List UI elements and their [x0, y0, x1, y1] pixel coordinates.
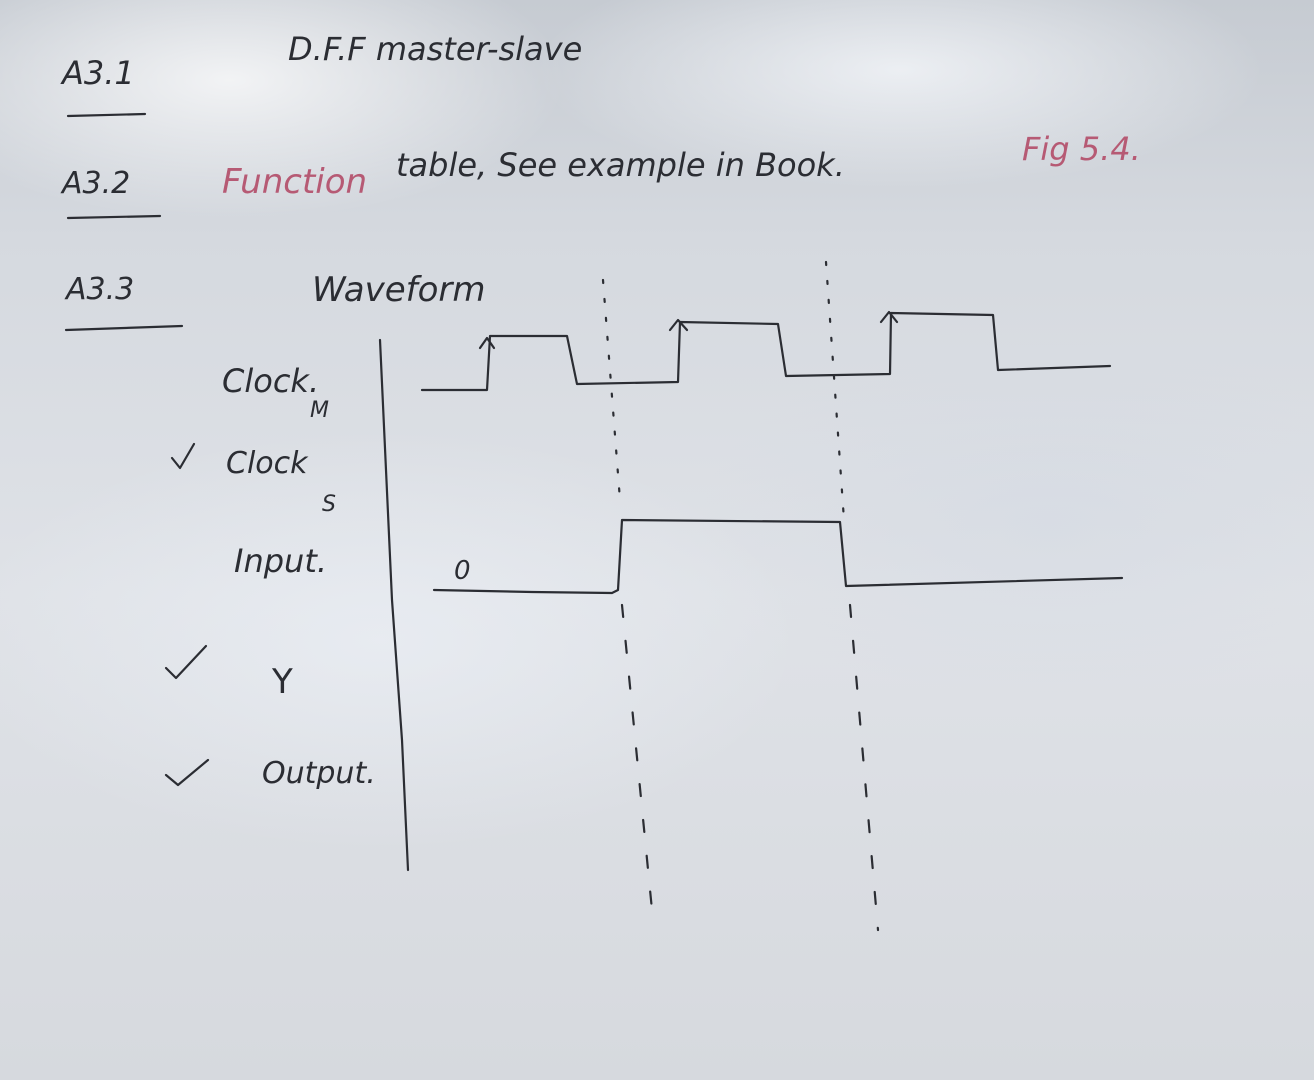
a33-label: A3.3 — [66, 272, 135, 307]
output-label: Output. — [262, 756, 376, 791]
input-label: Input. — [234, 542, 328, 580]
check-mark — [170, 442, 196, 470]
y-label: Y — [272, 662, 293, 702]
a32-figure-ref: Fig 5.4. — [1022, 130, 1141, 168]
check-mark — [164, 644, 208, 680]
rising-edge-arrow — [478, 336, 496, 350]
clock-m-waveform — [420, 311, 1112, 392]
dashed-guide-2 — [848, 603, 880, 932]
rising-edge-arrow — [668, 318, 689, 332]
clock-m-label: Clock. — [222, 362, 320, 400]
a33-underline — [64, 324, 184, 332]
a32-label: A3.2 — [62, 166, 131, 201]
dashed-guide-1 — [620, 603, 654, 912]
a32-underline — [66, 214, 162, 220]
clock-m-subscript: M — [310, 398, 329, 423]
dotted-guide-1 — [601, 278, 622, 502]
a32-description: table, See example in Book. — [396, 146, 845, 184]
clock-s-label: Clock — [226, 446, 308, 481]
waveform-title: Waveform — [312, 270, 486, 310]
rising-edge-arrow — [879, 310, 899, 324]
clock-s-subscript: S — [322, 492, 336, 517]
a32-function-word: Function — [222, 162, 368, 202]
a31-title: D.F.F master-slave — [288, 30, 583, 68]
input-waveform — [432, 518, 1124, 595]
check-mark — [164, 758, 210, 787]
dotted-guide-2 — [824, 260, 846, 522]
a31-underline — [66, 112, 147, 118]
input-initial-value: 0 — [454, 556, 471, 586]
a31-label: A3.1 — [62, 54, 135, 92]
separator-line — [378, 338, 410, 872]
